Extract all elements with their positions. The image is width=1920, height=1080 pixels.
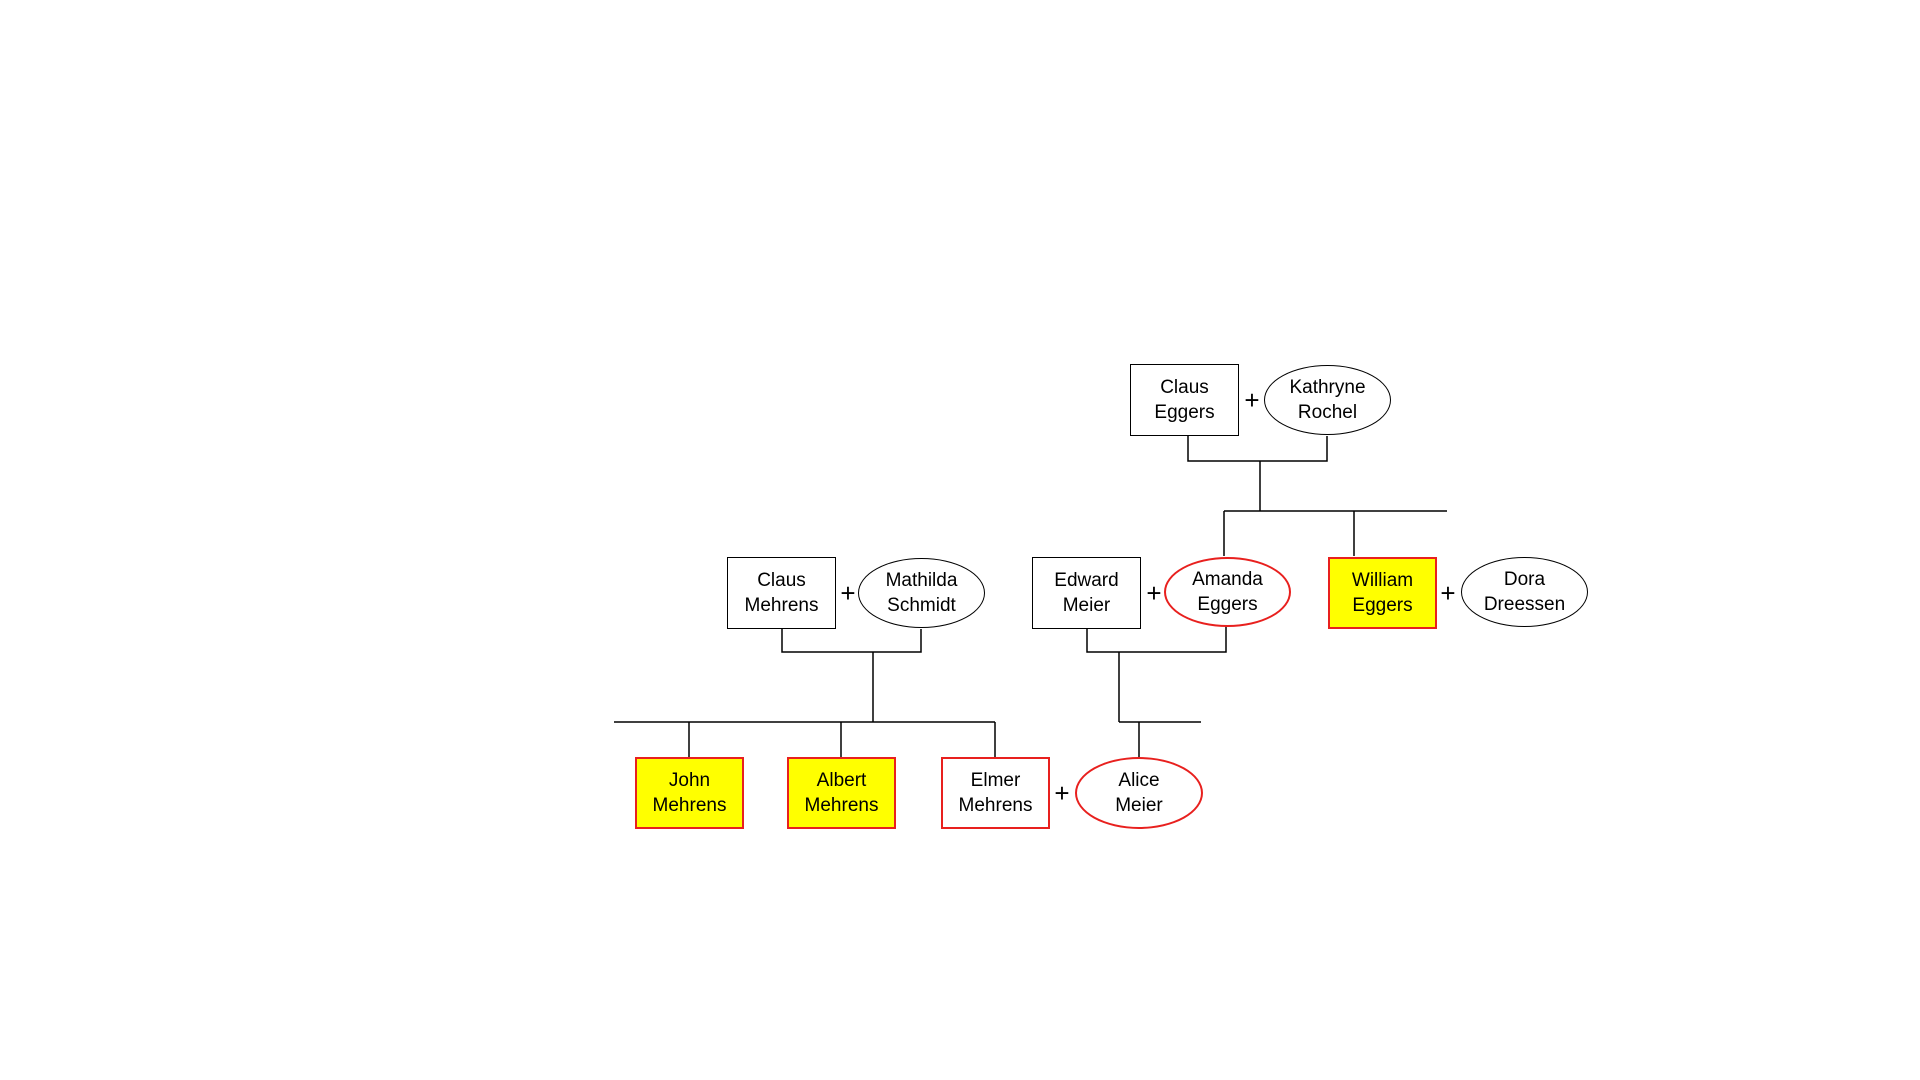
union-plus-symbol: +	[1054, 778, 1070, 808]
person-name: William Eggers	[1351, 570, 1414, 616]
union-plus-symbol: +	[1244, 385, 1260, 415]
person-mathilda-schmidt[interactable]: Mathilda Schmidt	[858, 558, 985, 628]
person-alice-meier[interactable]: Alice Meier	[1075, 757, 1203, 829]
union-connector-meier	[1086, 626, 1227, 757]
person-name: Amanda Eggers	[1192, 569, 1263, 615]
person-claus-eggers[interactable]: Claus Eggers	[1130, 364, 1239, 436]
person-name: Mathilda Schmidt	[885, 570, 958, 616]
union-plus-symbol: +	[840, 578, 856, 608]
person-william-eggers[interactable]: William Eggers	[1328, 557, 1437, 629]
union-connector-eggers	[1187, 436, 1447, 556]
union-plus-symbol: +	[1146, 578, 1162, 608]
person-name: Alice Meier	[1115, 770, 1163, 816]
person-name: Edward Meier	[1054, 570, 1119, 616]
person-name: John Mehrens	[652, 770, 727, 816]
union-plus-symbol: +	[1440, 578, 1456, 608]
person-name: Albert Mehrens	[804, 770, 879, 816]
person-dora-dreessen[interactable]: Dora Dreessen	[1461, 557, 1588, 627]
person-name: Elmer Mehrens	[958, 770, 1033, 816]
person-name: Dora Dreessen	[1483, 569, 1566, 615]
person-name: Claus Mehrens	[744, 570, 819, 616]
person-elmer-mehrens[interactable]: Elmer Mehrens	[941, 757, 1050, 829]
union-connector-mehrens	[614, 629, 996, 757]
person-amanda-eggers[interactable]: Amanda Eggers	[1164, 557, 1291, 627]
person-name: Claus Eggers	[1154, 377, 1215, 423]
person-claus-mehrens[interactable]: Claus Mehrens	[727, 557, 836, 629]
person-albert-mehrens[interactable]: Albert Mehrens	[787, 757, 896, 829]
person-john-mehrens[interactable]: John Mehrens	[635, 757, 744, 829]
person-name: Kathryne Rochel	[1289, 377, 1366, 423]
person-edward-meier[interactable]: Edward Meier	[1032, 557, 1141, 629]
person-kathryne-rochel[interactable]: Kathryne Rochel	[1264, 365, 1391, 435]
